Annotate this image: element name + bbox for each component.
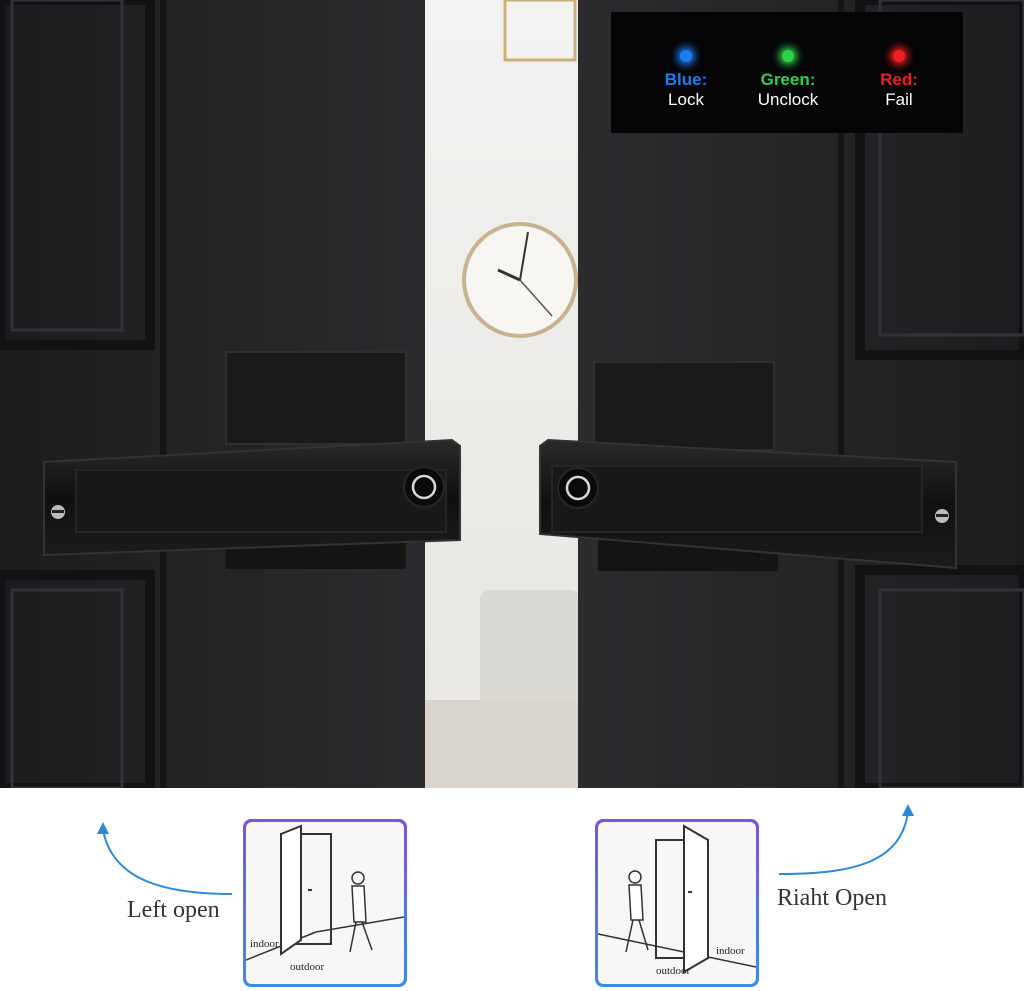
left-open-caption: Left open	[127, 897, 220, 923]
left-open-diagram: indoor outdoor	[243, 819, 407, 987]
left-open-door-illustration: indoor outdoor	[246, 824, 404, 973]
product-photo: Blue: Lock Green: Unclock Red: Fail	[0, 0, 1024, 788]
right-indoor-label: indoor	[716, 945, 745, 957]
blue-led-icon	[680, 50, 692, 62]
right-open-door-illustration: indoor outdoor	[598, 824, 756, 977]
legend-item-green: Green: Unclock	[733, 50, 843, 110]
led-status-legend: Blue: Lock Green: Unclock Red: Fail	[611, 12, 963, 133]
left-curved-arrow-icon	[97, 822, 233, 895]
legend-item-blue: Blue: Lock	[631, 50, 741, 110]
green-led-icon	[782, 50, 794, 62]
legend-red-name: Red:	[880, 70, 918, 89]
left-indoor-label: indoor	[250, 938, 279, 950]
right-curved-arrow-icon	[778, 804, 914, 875]
right-outdoor-label: outdoor	[656, 965, 691, 977]
left-outdoor-label: outdoor	[290, 961, 325, 973]
legend-blue-name: Blue:	[664, 70, 708, 89]
red-led-icon	[893, 50, 905, 62]
legend-blue-desc: Lock	[668, 90, 704, 109]
legend-red-desc: Fail	[885, 90, 913, 109]
legend-green-desc: Unclock	[757, 90, 819, 109]
right-open-diagram: indoor outdoor	[595, 819, 759, 987]
right-open-caption: Riaht Open	[777, 885, 887, 911]
legend-green-name: Green:	[760, 70, 816, 89]
legend-item-red: Red: Fail	[844, 50, 954, 110]
